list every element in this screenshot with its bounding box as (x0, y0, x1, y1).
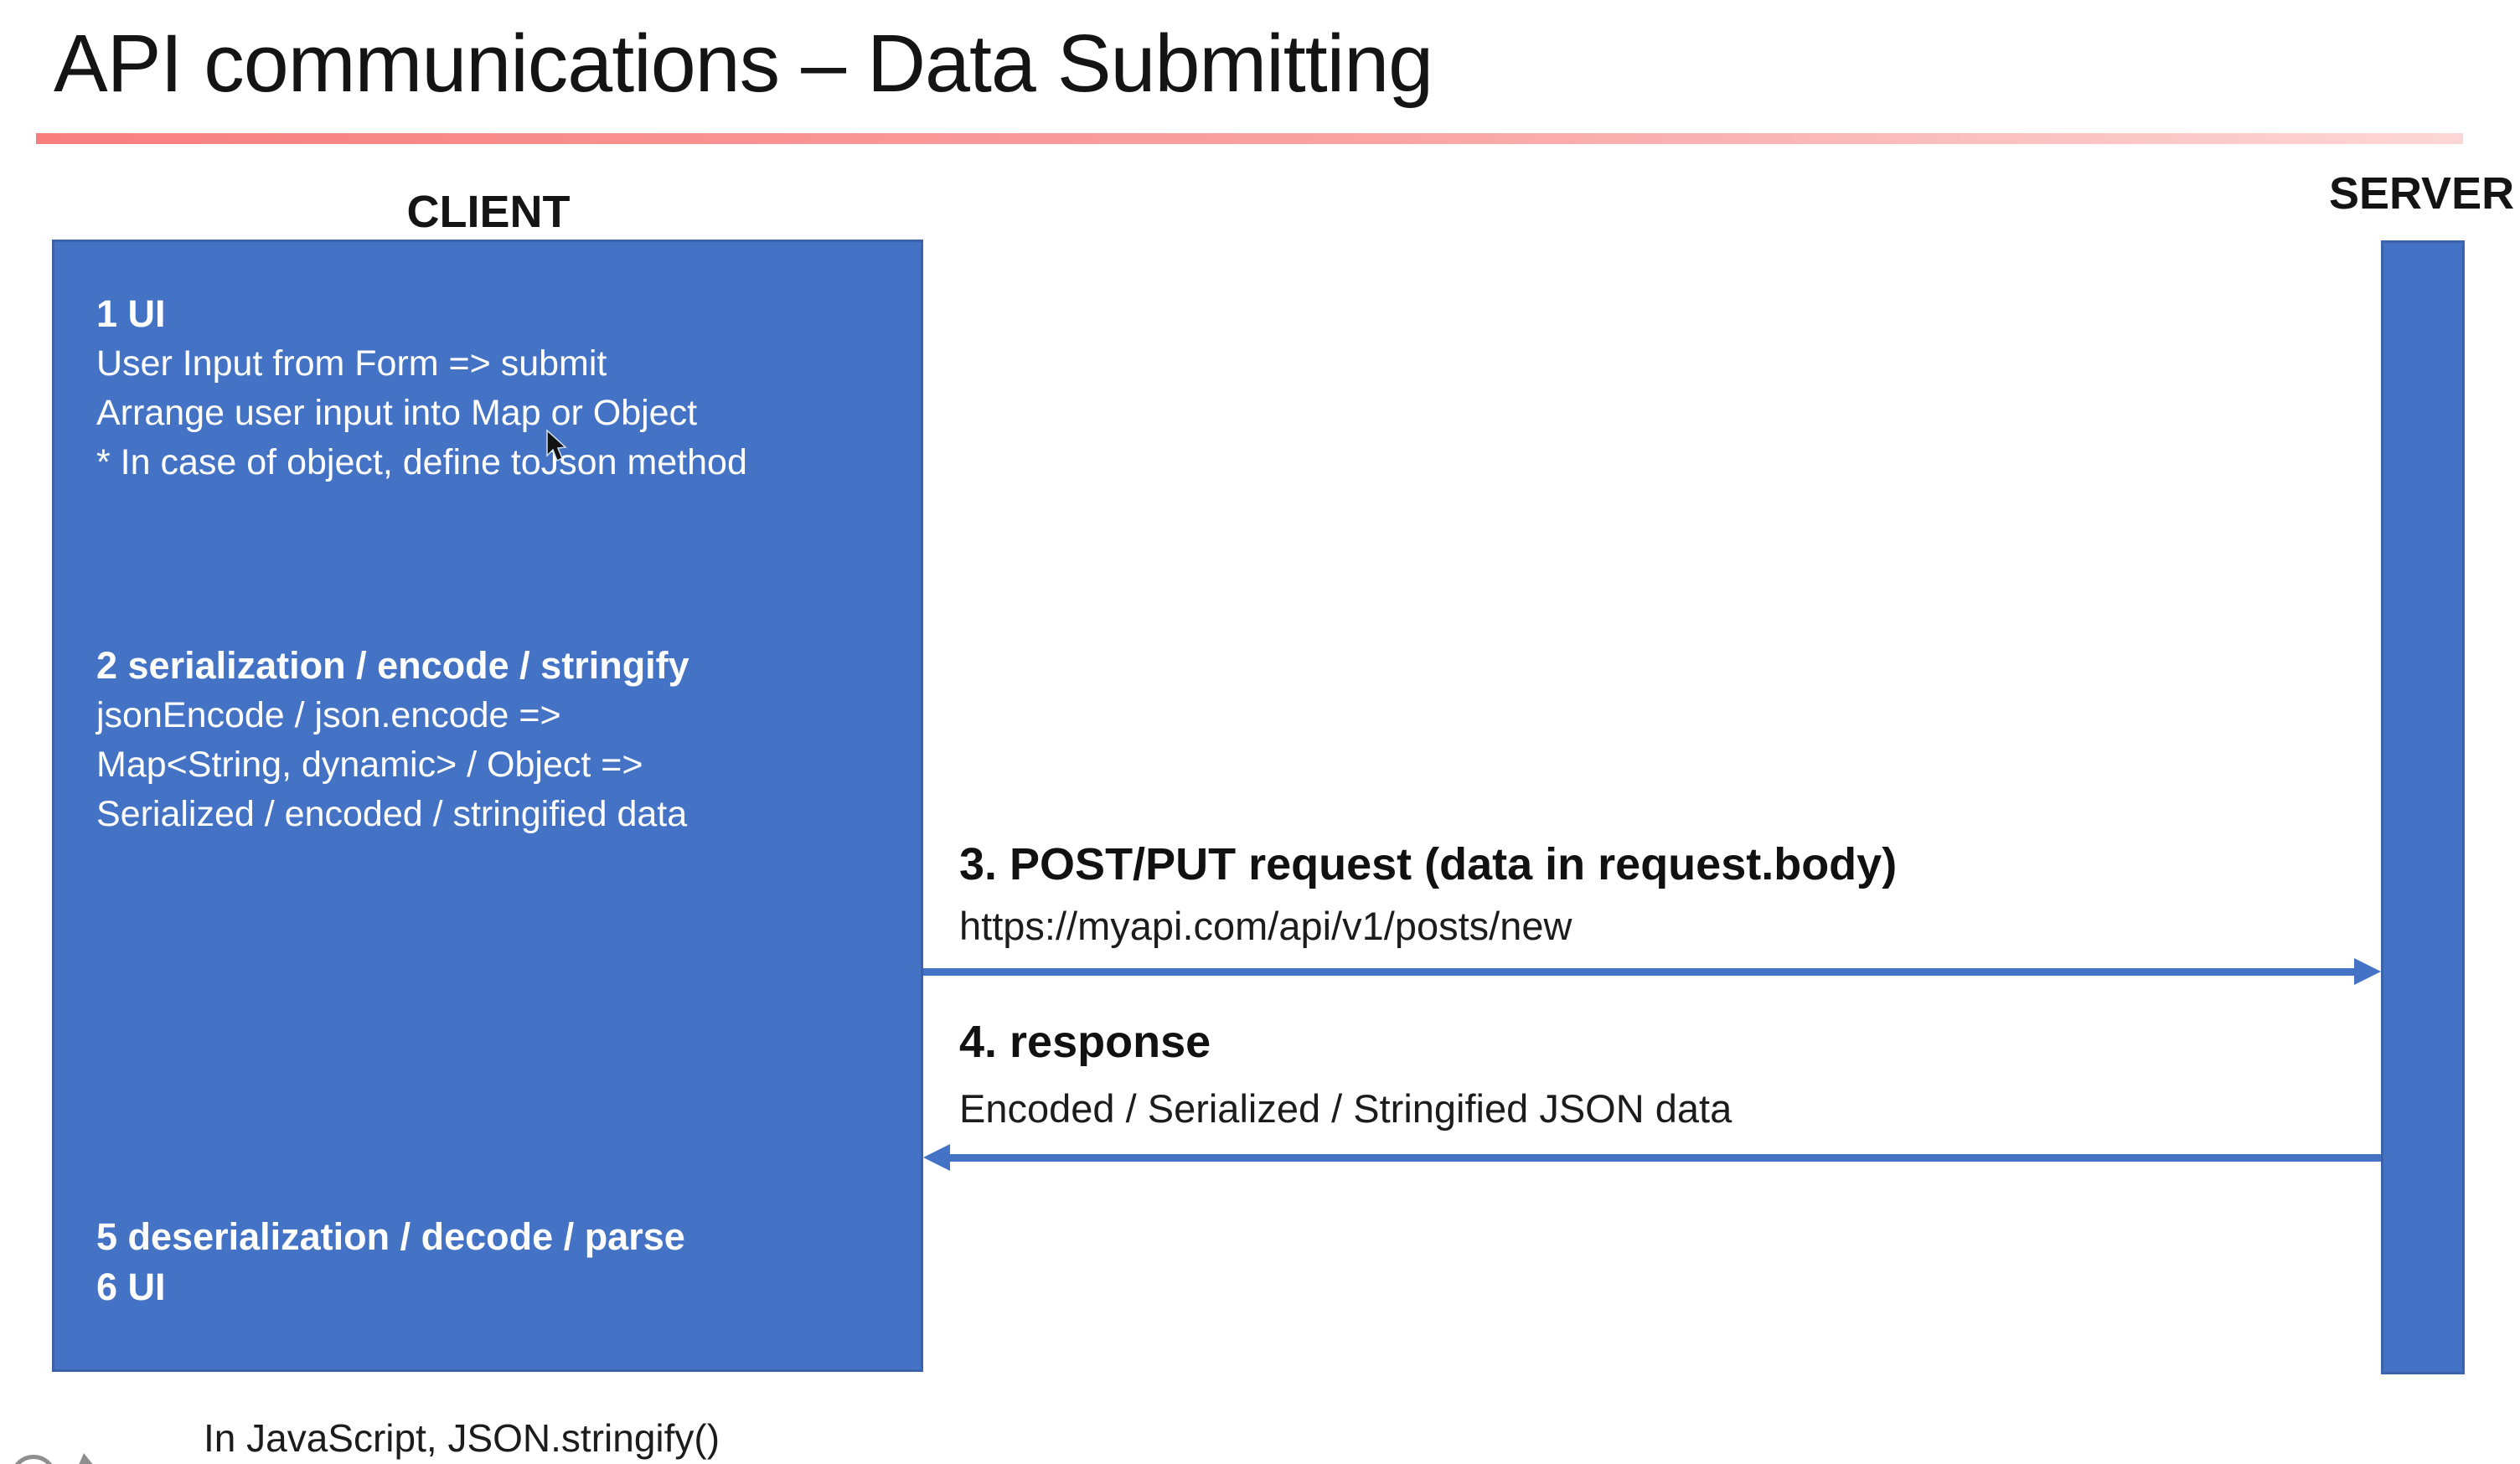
step-line: Arrange user input into Map or Object (96, 393, 698, 433)
footnote-text: In JavaScript, JSON.stringify() (204, 1416, 720, 1460)
step-line: jsonEncode / json.encode => (96, 695, 561, 735)
server-actor-label: SERVER (2329, 168, 2515, 219)
mouse-cursor-icon (546, 429, 567, 462)
client-step-2-serialization: 2 serialization / encode / stringify jso… (96, 641, 689, 839)
client-step-1-ui: 1 UI User Input from Form => submit Arra… (96, 289, 747, 487)
step-line: Serialized / encoded / stringified data (96, 794, 688, 834)
request-arrow-shaft (923, 968, 2359, 976)
response-arrow (923, 1144, 2381, 1171)
client-actor-label: CLIENT (406, 187, 571, 237)
response-message-heading: 4. response (959, 1017, 1211, 1067)
step-line: User Input from Form => submit (96, 343, 607, 384)
request-message-heading: 3. POST/PUT request (data in request.bod… (959, 839, 1898, 889)
step-line: * In case of object, define toJson metho… (96, 442, 747, 482)
step-heading: 6 UI (96, 1266, 166, 1308)
presenter-toolbar-arrow-icon (79, 1453, 93, 1464)
response-arrowhead-icon (923, 1144, 950, 1171)
request-arrow (923, 958, 2381, 985)
response-arrow-shaft (945, 1154, 2381, 1162)
client-lifeline-box: 1 UI User Input from Form => submit Arra… (52, 240, 923, 1372)
server-lifeline-box (2381, 240, 2465, 1374)
step-heading: 1 UI (96, 292, 166, 335)
title-divider-line (36, 133, 2463, 144)
slide-title: API communications – Data Submitting (54, 18, 1433, 109)
presenter-toolbar-circle-icon (10, 1455, 57, 1464)
request-message-url: https://myapi.com/api/v1/posts/new (959, 904, 1572, 948)
step-heading: 5 deserialization / decode / parse (96, 1215, 685, 1258)
step-line: Map<String, dynamic> / Object => (96, 745, 643, 785)
request-arrowhead-icon (2354, 958, 2381, 985)
response-message-detail: Encoded / Serialized / Stringified JSON … (959, 1086, 1732, 1131)
client-step-5-6: 5 deserialization / decode / parse 6 UI (96, 1212, 685, 1312)
step-heading: 2 serialization / encode / stringify (96, 644, 689, 687)
